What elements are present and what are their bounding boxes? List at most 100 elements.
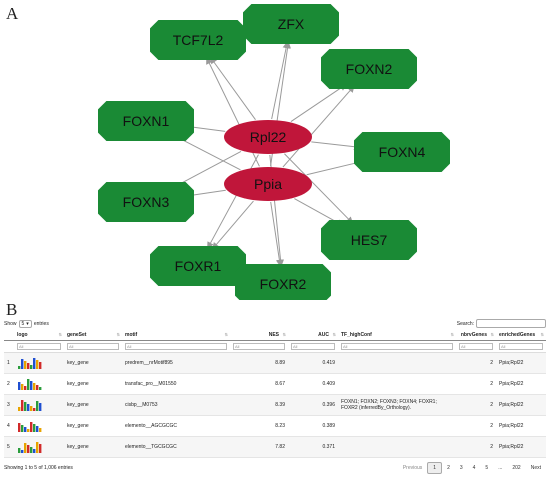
filter-input-motif[interactable]: All [125, 343, 227, 350]
next-button[interactable]: Next [530, 465, 541, 471]
tf-node-shape [354, 132, 450, 172]
motif-cell: elemento__TGCGCGC [122, 436, 230, 458]
target-node-rpl22: Rpl22 [224, 120, 312, 154]
tf-node-shape [98, 182, 194, 222]
row-index: 3 [4, 394, 14, 416]
nes-cell: 8.67 [230, 373, 288, 395]
enrichedgenes-cell: Ppia;Rpl22 [496, 436, 546, 458]
sort-icon: ⇅ [450, 332, 454, 337]
edge-foxr1-ppia [212, 200, 254, 250]
nes-cell: 7.82 [230, 436, 288, 458]
tf-node-zfx: ZFX [243, 4, 339, 44]
target-node-label: Ppia [254, 176, 282, 192]
column-header-auc[interactable]: AUC⇅ [288, 330, 338, 341]
edge-zfx-rpl22 [271, 41, 290, 120]
filter-input-nbrvgenes[interactable]: All [459, 343, 493, 350]
target-node-label: Rpl22 [250, 129, 287, 145]
geneset-cell: key_gene [64, 436, 122, 458]
page-ellipsis: ... [498, 465, 503, 471]
tf-node-label: FOXR1 [175, 258, 222, 274]
motif-logo [14, 415, 64, 437]
motif-logo [14, 394, 64, 416]
chevron-down-icon: ▾ [26, 321, 29, 327]
edge-foxn2-rpl22 [290, 83, 347, 122]
filter-input-auc[interactable]: All [291, 343, 335, 350]
page-button-202[interactable]: 202 [512, 465, 521, 471]
sequence-logo-image [18, 378, 42, 390]
nbrvgenes-cell: 2 [456, 394, 496, 416]
geneset-cell: key_gene [64, 394, 122, 416]
sequence-logo-image [18, 399, 42, 411]
page-button-5[interactable]: 5 [485, 465, 489, 471]
tf-highconf-cell [338, 373, 456, 395]
edge-foxn4-rpl22 [311, 141, 361, 151]
tf-node-shape [98, 101, 194, 141]
show-label: Show [4, 321, 17, 327]
tf-node-label: FOXR2 [260, 276, 307, 292]
nes-cell: 8.23 [230, 415, 288, 437]
edge-foxn2-ppia [282, 85, 355, 168]
column-header-enrichedgenes[interactable]: enrichedGenes⇅ [496, 330, 546, 341]
nbrvgenes-cell: 2 [456, 415, 496, 437]
nbrvgenes-cell: 2 [456, 373, 496, 395]
previous-button[interactable]: Previous [402, 465, 423, 471]
column-header-motif[interactable]: motif⇅ [122, 330, 230, 341]
page-button-3[interactable]: 3 [459, 465, 463, 471]
filter-input-tf-highconf[interactable]: All [341, 343, 453, 350]
sort-icon: ⇅ [224, 332, 228, 337]
tf-node-label: FOXN3 [123, 194, 170, 210]
column-header-logo[interactable]: logo⇅ [14, 330, 64, 341]
sequence-logo-image [18, 441, 42, 453]
nes-cell: 8.39 [230, 394, 288, 416]
filter-row: All All All All All All All All [4, 340, 546, 353]
edge-hes7-rpl22 [284, 153, 354, 224]
page-button-1[interactable]: 1 [427, 462, 443, 474]
filter-input-logo[interactable]: All [17, 343, 61, 350]
motif-cell: transfac_pro__M01550 [122, 373, 230, 395]
tf-node-shape [150, 20, 246, 60]
edge-foxr2-ppia [270, 201, 283, 267]
filter-input-enrichedgenes[interactable]: All [499, 343, 543, 350]
sequence-logo-image [18, 357, 42, 369]
filter-input-nes[interactable]: All [233, 343, 285, 350]
tf-node-label: HES7 [351, 232, 388, 248]
column-header-geneset[interactable]: geneSet⇅ [64, 330, 122, 341]
geneset-cell: key_gene [64, 352, 122, 374]
tf-node-foxn2: FOXN2 [321, 49, 417, 89]
filter-input-geneset[interactable]: All [67, 343, 119, 350]
tf-node-shape [150, 246, 246, 286]
motif-enrichment-table-panel: Show 5 ▾ entries Search: logo⇅ geneSet⇅ … [4, 318, 546, 478]
motif-cell: predrem__nrMotif895 [122, 352, 230, 374]
tf-highconf-cell [338, 352, 456, 374]
target-node-shape [224, 120, 312, 154]
row-index: 2 [4, 373, 14, 395]
column-header-nes[interactable]: NES⇅ [230, 330, 288, 341]
motif-cell: cisbp__M0753 [122, 394, 230, 416]
motif-cell: elemento__AGCGCGC [122, 415, 230, 437]
column-header-tf-highconf[interactable]: TF_highConf⇅ [338, 330, 456, 341]
page-button-2[interactable]: 2 [447, 465, 450, 471]
row-index: 5 [4, 436, 14, 458]
motif-logo [14, 352, 64, 374]
page-length-select[interactable]: 5 ▾ [18, 320, 32, 328]
column-header-nbrvgenes[interactable]: nbrvGenes⇅ [456, 330, 496, 341]
auc-cell: 0.389 [288, 415, 338, 437]
motif-table: logo⇅ geneSet⇅ motif⇅ NES⇅ AUC⇅ TF_highC… [4, 330, 546, 458]
search-label: Search: [456, 320, 474, 327]
sort-icon: ⇅ [332, 332, 336, 337]
panel-a-label: A [6, 4, 19, 23]
search-input[interactable] [476, 319, 546, 328]
nbrvgenes-cell: 2 [456, 352, 496, 374]
page-button-4[interactable]: 4 [472, 465, 476, 471]
sort-icon: ⇅ [540, 332, 544, 337]
enrichedgenes-cell: Ppia;Rpl22 [496, 415, 546, 437]
entries-label: entries [33, 321, 49, 327]
target-node-shape [224, 167, 312, 201]
tf-node-foxn4: FOXN4 [354, 132, 450, 172]
tf-node-label: FOXN2 [346, 61, 393, 77]
